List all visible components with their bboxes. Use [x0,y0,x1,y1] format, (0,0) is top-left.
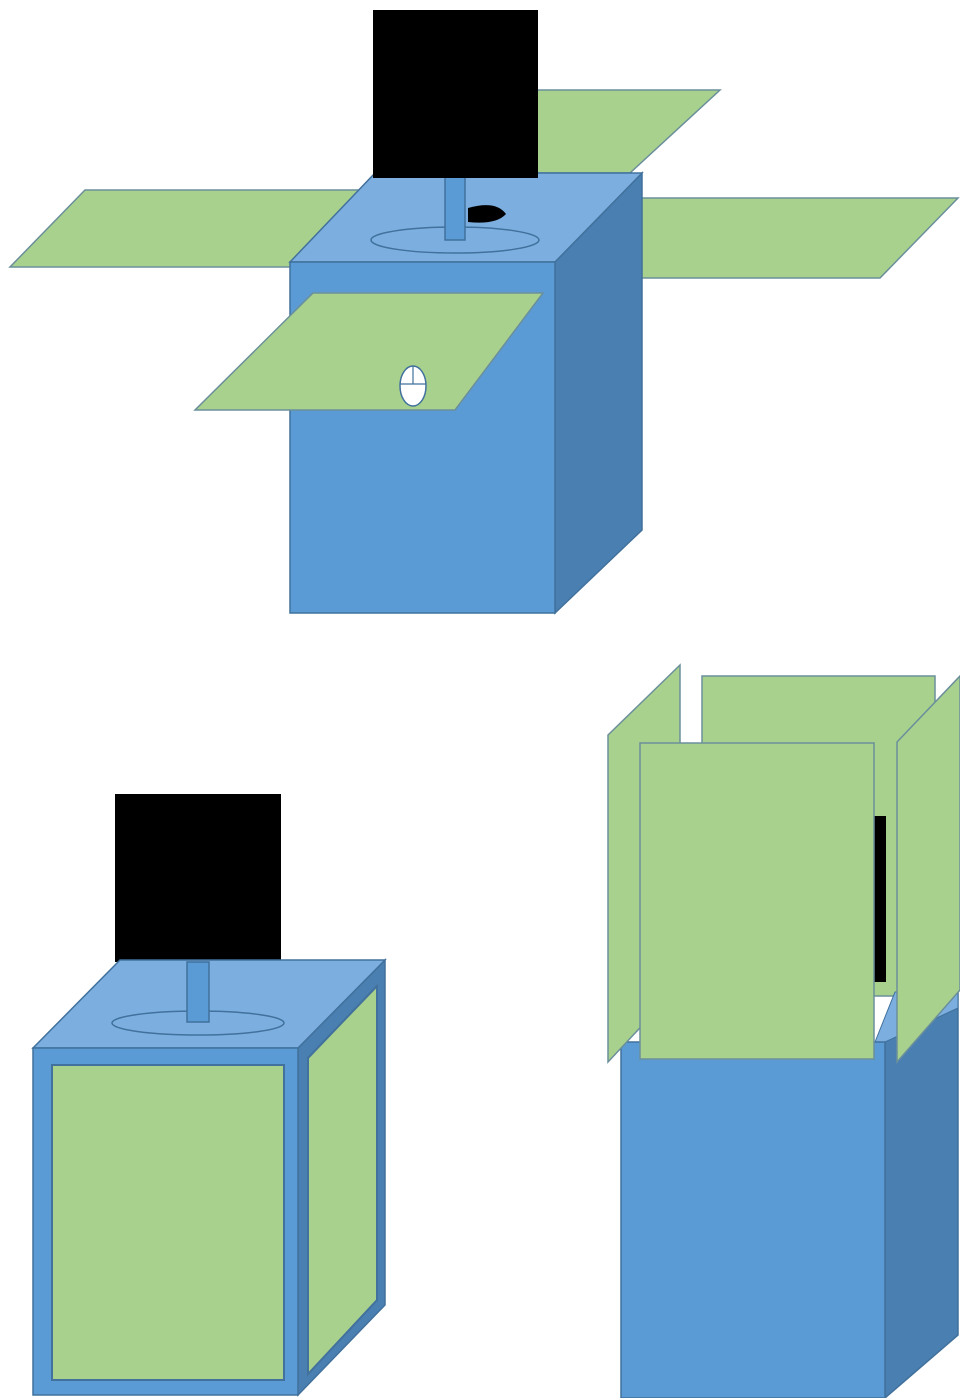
flap-right [896,674,960,1064]
monitor-icon [874,816,886,982]
panel-walled [31,794,387,1397]
cable-hole [468,205,506,223]
monitor-icon [373,10,538,178]
monitor-stand [186,961,210,1023]
panel-side [307,983,378,1377]
panel-raised [607,663,960,1398]
cube-front [620,1041,886,1398]
mouse-icon [399,365,427,407]
monitor-icon [115,794,281,962]
monitor-stand [444,175,466,241]
panel-unfolded [8,10,960,615]
flap-front [193,292,545,411]
flap-front [639,742,875,1060]
cube-side [884,988,959,1398]
panel-front [51,1064,285,1381]
